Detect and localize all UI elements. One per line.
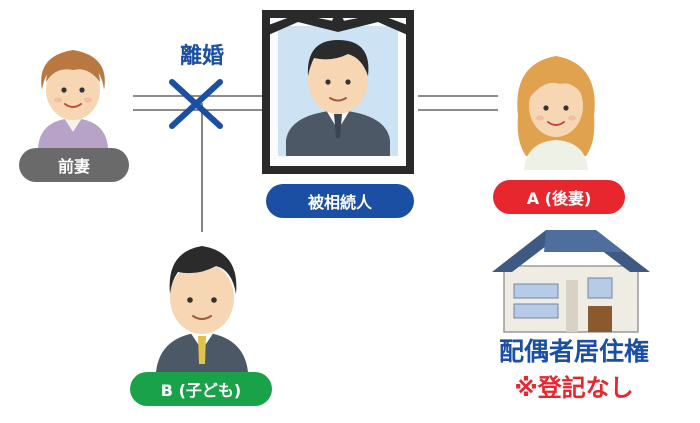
former-wife-pill: 前妻 [19,148,129,182]
spousal-residence-right-title: 配偶者居住権 [498,337,649,366]
spouse-a-pill: A (後妻) [493,180,625,214]
deceased-portrait [262,10,414,174]
divorce-label: 離婚 [179,44,224,69]
no-registration-note: ※登記なし [514,374,634,402]
deceased-pill: 被相続人 [266,184,414,218]
child-b-pill: B (子ども) [130,372,272,406]
spouse-a-figure [517,56,595,170]
house-icon [492,230,650,333]
child-b-figure [156,246,248,372]
former-wife-figure [38,50,108,148]
divorce-x-mark [169,79,223,129]
